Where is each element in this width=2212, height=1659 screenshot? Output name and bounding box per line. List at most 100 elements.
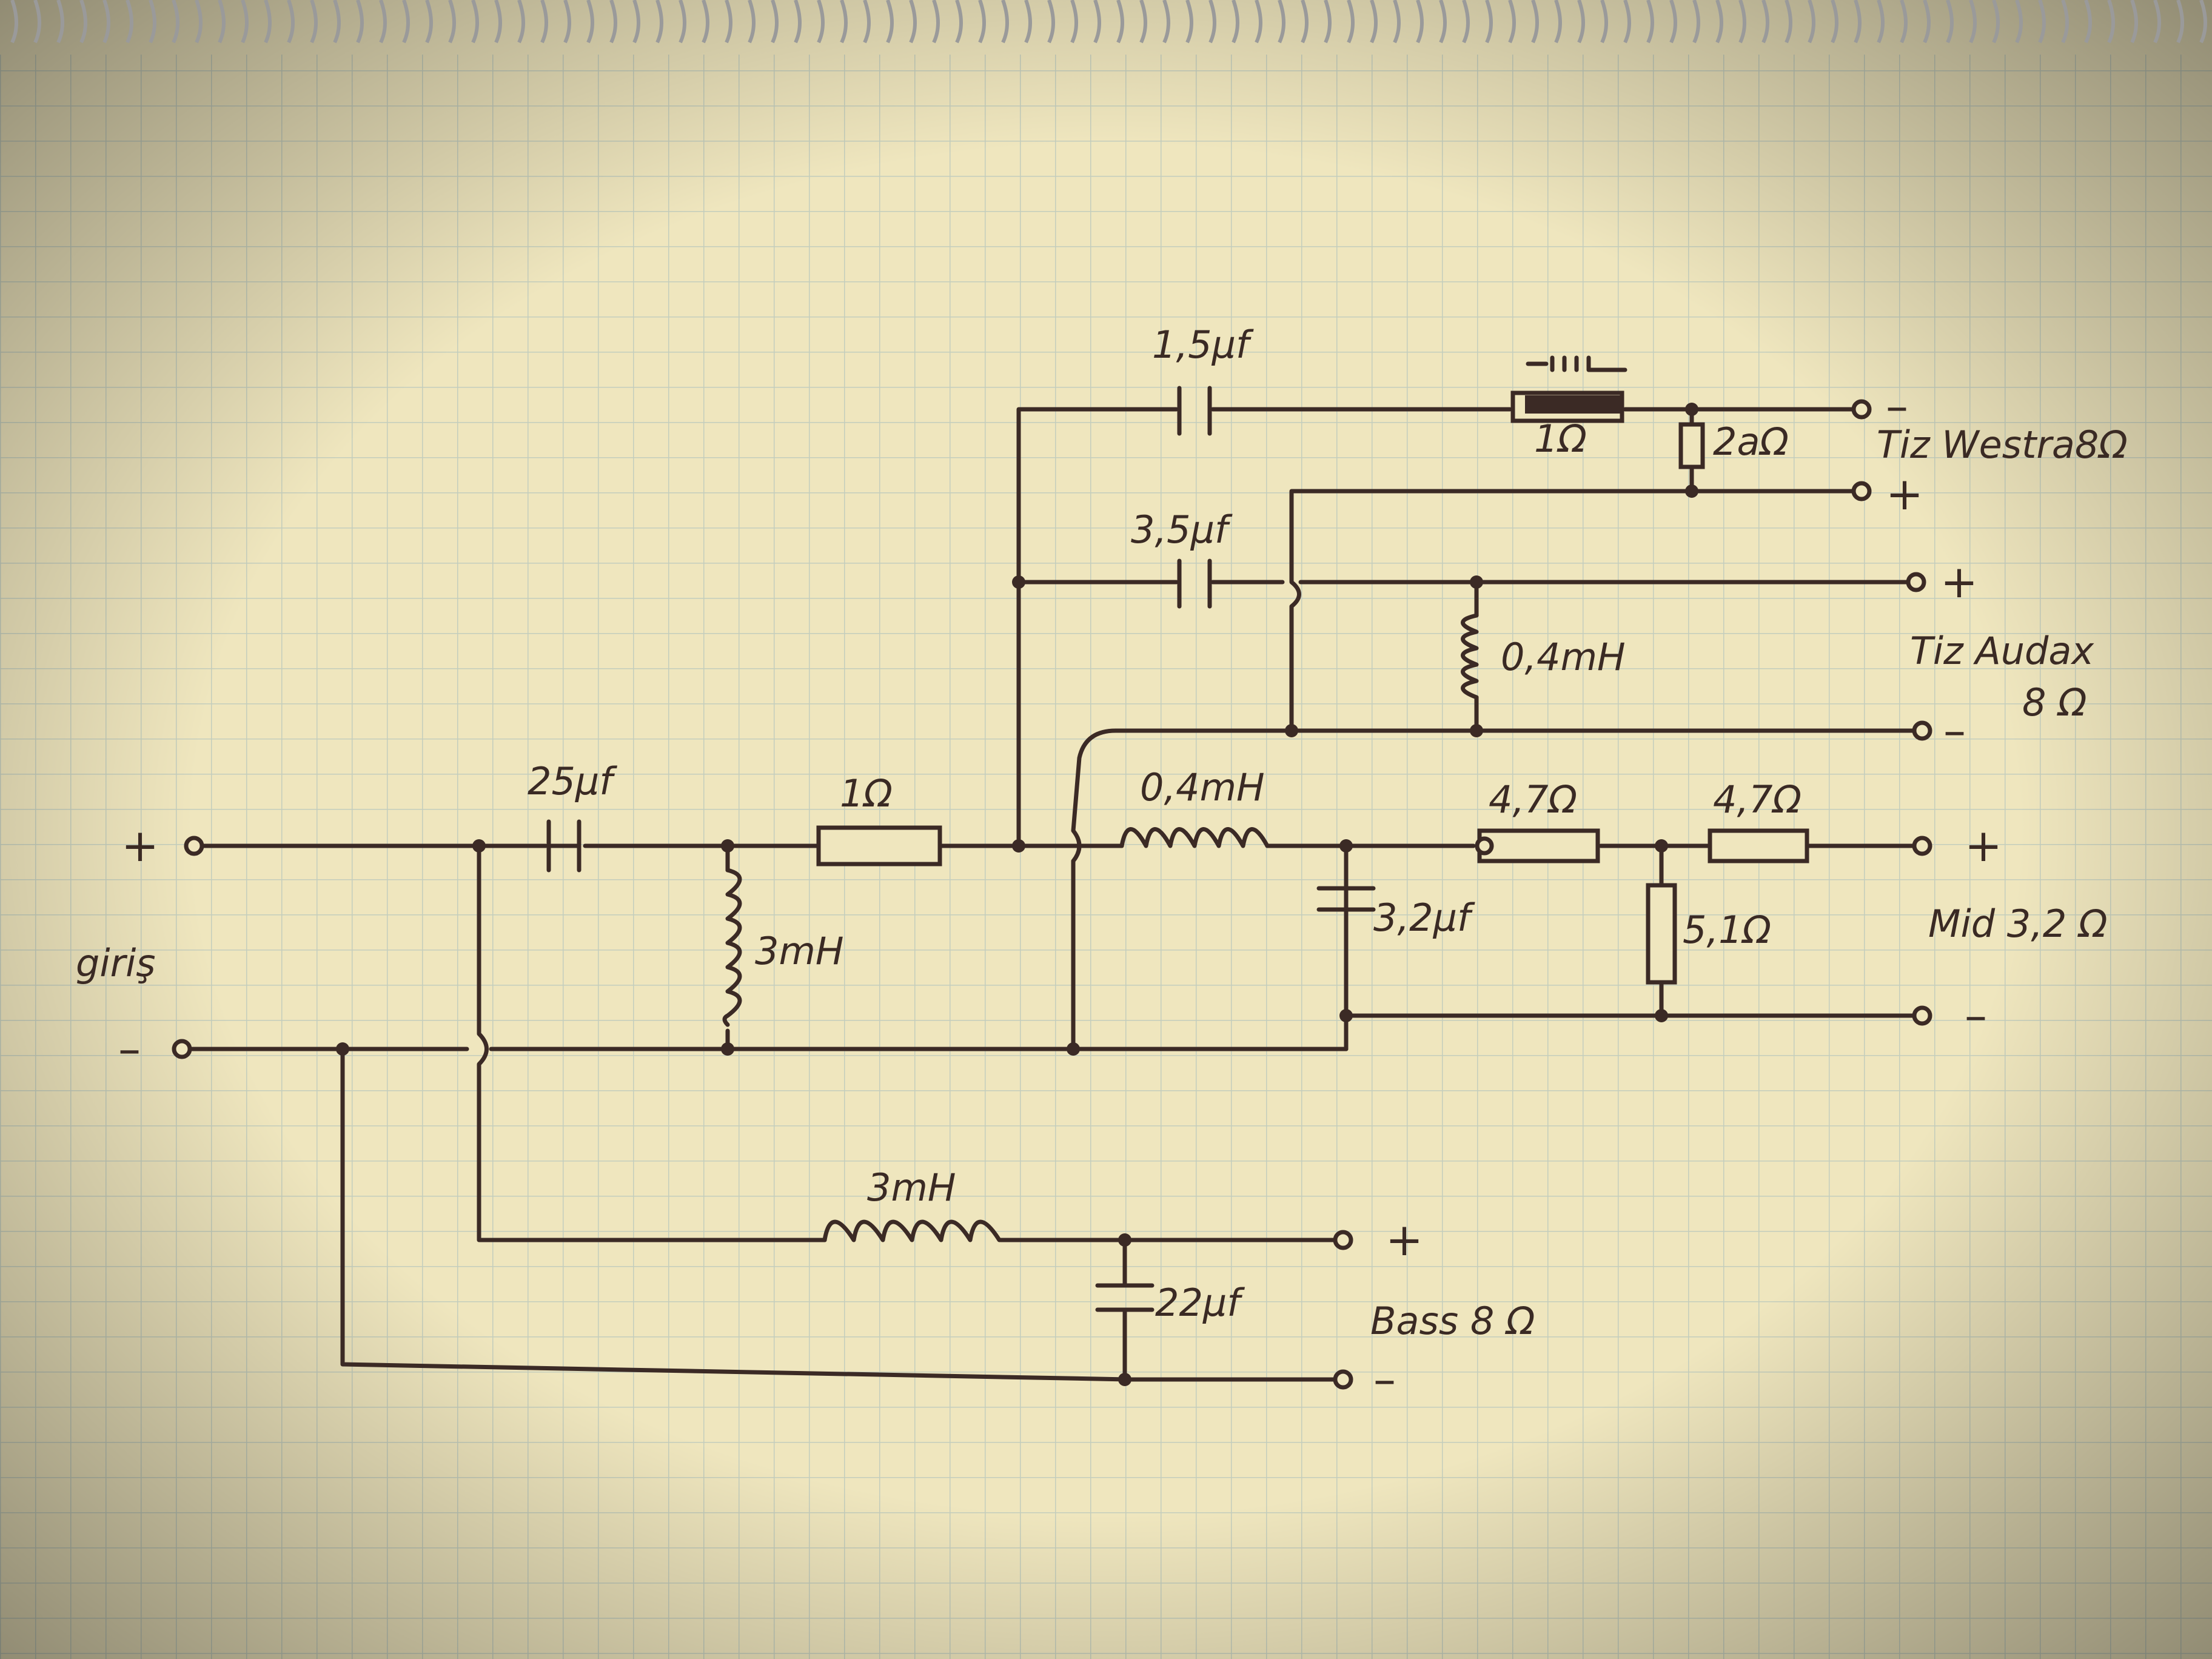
resistor-4-7ohm-1-end [1475, 836, 1494, 856]
spiral-ring [655, 0, 663, 44]
bass-plus-sign: + [1386, 1214, 1423, 1266]
spiral-ring [771, 0, 779, 44]
label-r-westra-shunt: 2aΩ [1713, 420, 1789, 464]
bass-minus-sign: – [1373, 1353, 1396, 1406]
spiral-ring [1162, 0, 1170, 44]
capacitor-3-2uf [1316, 886, 1376, 912]
inductor-0-4mh-mid [1119, 827, 1270, 848]
spiral-ring [126, 0, 133, 44]
spiral-ring [1439, 0, 1447, 44]
spiral-ring [102, 0, 110, 44]
spiral-ring [1370, 0, 1378, 44]
spiral-ring [1808, 0, 1815, 44]
terminals [172, 399, 1932, 1390]
spiral-ring [402, 0, 410, 44]
inductor-3mh-bass [822, 1219, 1002, 1242]
westra-plus-sign: + [1886, 468, 1923, 520]
resistor-4-7ohm-2 [1708, 828, 1809, 863]
spiral-ring [379, 0, 387, 44]
capacitor-22uf [1095, 1283, 1155, 1312]
spiral-ring [2153, 0, 2161, 44]
terminal-bass-minus[interactable] [1333, 1369, 1353, 1390]
spiral-ring [287, 0, 295, 44]
label-c-audax: 3,5μf [1131, 508, 1233, 552]
terminal-audax-minus[interactable] [1912, 720, 1932, 741]
spiral-ring [2130, 0, 2138, 44]
label-r-mid-2: 4,7Ω [1713, 777, 1801, 822]
junction-nodes [336, 403, 1698, 1386]
spiral-ring [1255, 0, 1262, 44]
spiral-ring [56, 0, 64, 44]
spiral-ring [1324, 0, 1332, 44]
spiral-ring [2015, 0, 2023, 44]
spiral-ring [563, 0, 571, 44]
spiral-ring [2199, 0, 2207, 44]
terminal-mid-plus[interactable] [1912, 836, 1932, 856]
spiral-ring [448, 0, 456, 44]
bass-label: Bass 8 Ω [1370, 1299, 1535, 1343]
label-l-in: 3mH [755, 929, 843, 973]
spiral-ring [241, 0, 249, 44]
spiral-ring [1923, 0, 1931, 44]
spiral-ring [1854, 0, 1862, 44]
spiral-ring [1531, 0, 1539, 44]
spiral-ring [218, 0, 226, 44]
spiral-ring [1715, 0, 1723, 44]
spiral-ring [10, 0, 18, 44]
terminal-input-plus[interactable] [184, 836, 204, 856]
spiral-ring [517, 0, 525, 44]
terminal-bass-plus[interactable] [1333, 1230, 1353, 1250]
spiral-ring [679, 0, 686, 44]
spiral-ring [172, 0, 179, 44]
spiral-ring [310, 0, 318, 44]
audax-plus-sign: + [1940, 556, 1978, 608]
spiral-ring [1232, 0, 1239, 44]
spiral-ring [1462, 0, 1470, 44]
label-l-bass: 3mH [867, 1165, 956, 1210]
label-r-mid-shunt: 5,1Ω [1683, 908, 1771, 952]
label-c-mid: 3,2μf [1373, 896, 1475, 940]
spiral-ring [356, 0, 364, 44]
spiral-ring [264, 0, 272, 44]
spiral-ring [1278, 0, 1285, 44]
spiral-ring [1900, 0, 1908, 44]
spiral-ring [79, 0, 87, 44]
westra-label: Tiz Westra8Ω [1877, 423, 2128, 467]
spiral-ring [1692, 0, 1700, 44]
spiral-ring [1508, 0, 1516, 44]
spiral-ring [2176, 0, 2184, 44]
resistor-4-7ohm-1 [1477, 828, 1600, 863]
spiral-ring [609, 0, 617, 44]
spiral-ring [1393, 0, 1401, 44]
spiral-ring [817, 0, 825, 44]
spiral-ring [1001, 0, 1009, 44]
spiral-ring [1992, 0, 2000, 44]
spiral-ring [1831, 0, 1838, 44]
spiral-ring [794, 0, 802, 44]
terminal-westra-minus[interactable] [1851, 399, 1872, 420]
label-l-audax: 0,4mH [1501, 635, 1626, 679]
terminal-mid-minus[interactable] [1912, 1005, 1932, 1026]
spiral-ring [333, 0, 341, 44]
spiral-ring [1347, 0, 1355, 44]
spiral-ring [1761, 0, 1769, 44]
resistor-1ohm-input [816, 825, 942, 866]
spiral-ring [586, 0, 594, 44]
spiral-ring [1577, 0, 1585, 44]
spiral-ring [1116, 0, 1124, 44]
terminal-input-minus[interactable] [172, 1039, 192, 1059]
input-label: giriş [76, 941, 156, 985]
label-c-in: 25μf [528, 759, 617, 803]
spiral-ring [149, 0, 156, 44]
spiral-ring [955, 0, 963, 44]
label-c-westra: 1,5μf [1152, 323, 1254, 367]
spiral-ring [1738, 0, 1746, 44]
terminal-westra-plus[interactable] [1851, 481, 1872, 501]
spiral-ring [1070, 0, 1078, 44]
label-c-bass: 22μf [1155, 1281, 1245, 1325]
terminal-audax-plus[interactable] [1906, 572, 1926, 592]
spiral-ring [1047, 0, 1055, 44]
input-plus-sign: + [121, 820, 159, 872]
